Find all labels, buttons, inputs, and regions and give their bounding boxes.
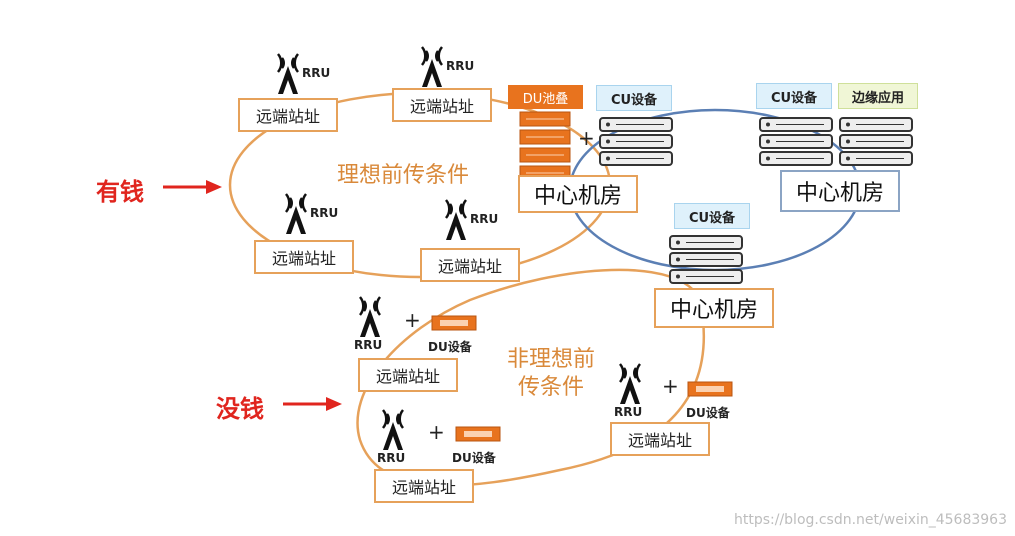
nonideal-caption-line2: 传条件 — [517, 375, 584, 400]
nonideal-caption-line1: 非理想前 — [506, 347, 595, 372]
antenna-tower-icon — [420, 46, 444, 87]
server-rack-icon — [669, 235, 743, 284]
du-unit-icon — [455, 426, 501, 442]
remote-site-box: 远端站址 — [238, 98, 338, 132]
du-unit-icon — [687, 381, 733, 397]
antenna-tower-icon — [358, 296, 382, 337]
antenna-tower-icon — [284, 193, 308, 234]
antenna-tower-icon — [381, 409, 405, 450]
remote-site-box: 远端站址 — [254, 240, 354, 274]
du-unit-icon — [431, 315, 477, 331]
remote-site-box: 远端站址 — [610, 422, 710, 456]
cu-device-tag: CU设备 — [756, 83, 832, 109]
du-pool-tag: DU池叠 — [508, 85, 583, 109]
plus-sign: + — [428, 420, 445, 444]
cu-device-tag: CU设备 — [674, 203, 750, 229]
antenna-tower-icon — [276, 53, 300, 94]
rru-label: RRU — [446, 59, 475, 73]
antenna-tower-icon — [444, 199, 468, 240]
du-pool-icon — [519, 111, 571, 181]
poor-label: 没钱 — [216, 395, 264, 423]
server-rack-icon — [599, 117, 673, 166]
rru-label: RRU — [310, 206, 339, 220]
remote-site-box: 远端站址 — [358, 358, 458, 392]
edge-app-tag: 边缘应用 — [838, 83, 918, 109]
du-device-label: DU设备 — [452, 451, 496, 465]
rru-label: RRU — [614, 405, 643, 419]
watermark: https://blog.csdn.net/weixin_45683963 — [733, 512, 1007, 528]
rru-label: RRU — [377, 451, 406, 465]
plus-sign: + — [662, 374, 679, 398]
server-rack-icon — [839, 117, 913, 166]
remote-site-box: 远端站址 — [392, 88, 492, 122]
du-device-label: DU设备 — [686, 406, 730, 420]
arrow-right-icon — [283, 397, 342, 411]
server-rack-icon — [759, 117, 833, 166]
rich-label: 有钱 — [96, 178, 144, 206]
du-device-label: DU设备 — [428, 340, 472, 354]
rru-label: RRU — [302, 66, 331, 80]
nonideal-fronthaul-caption: 非理想前 传条件 — [496, 346, 606, 402]
central-room-box: 中心机房 — [654, 288, 774, 328]
remote-site-box: 远端站址 — [374, 469, 474, 503]
rru-label: RRU — [470, 212, 499, 226]
remote-site-box: 远端站址 — [420, 248, 520, 282]
plus-sign: + — [404, 308, 421, 332]
rru-label: RRU — [354, 338, 383, 352]
antenna-tower-icon — [618, 363, 642, 404]
arrow-right-icon — [163, 180, 222, 194]
ideal-fronthaul-caption: 理想前传条件 — [336, 163, 469, 188]
cu-device-tag: CU设备 — [596, 85, 672, 111]
plus-sign: + — [578, 126, 595, 150]
central-room-box: 中心机房 — [518, 175, 638, 213]
central-room-box: 中心机房 — [780, 170, 900, 212]
